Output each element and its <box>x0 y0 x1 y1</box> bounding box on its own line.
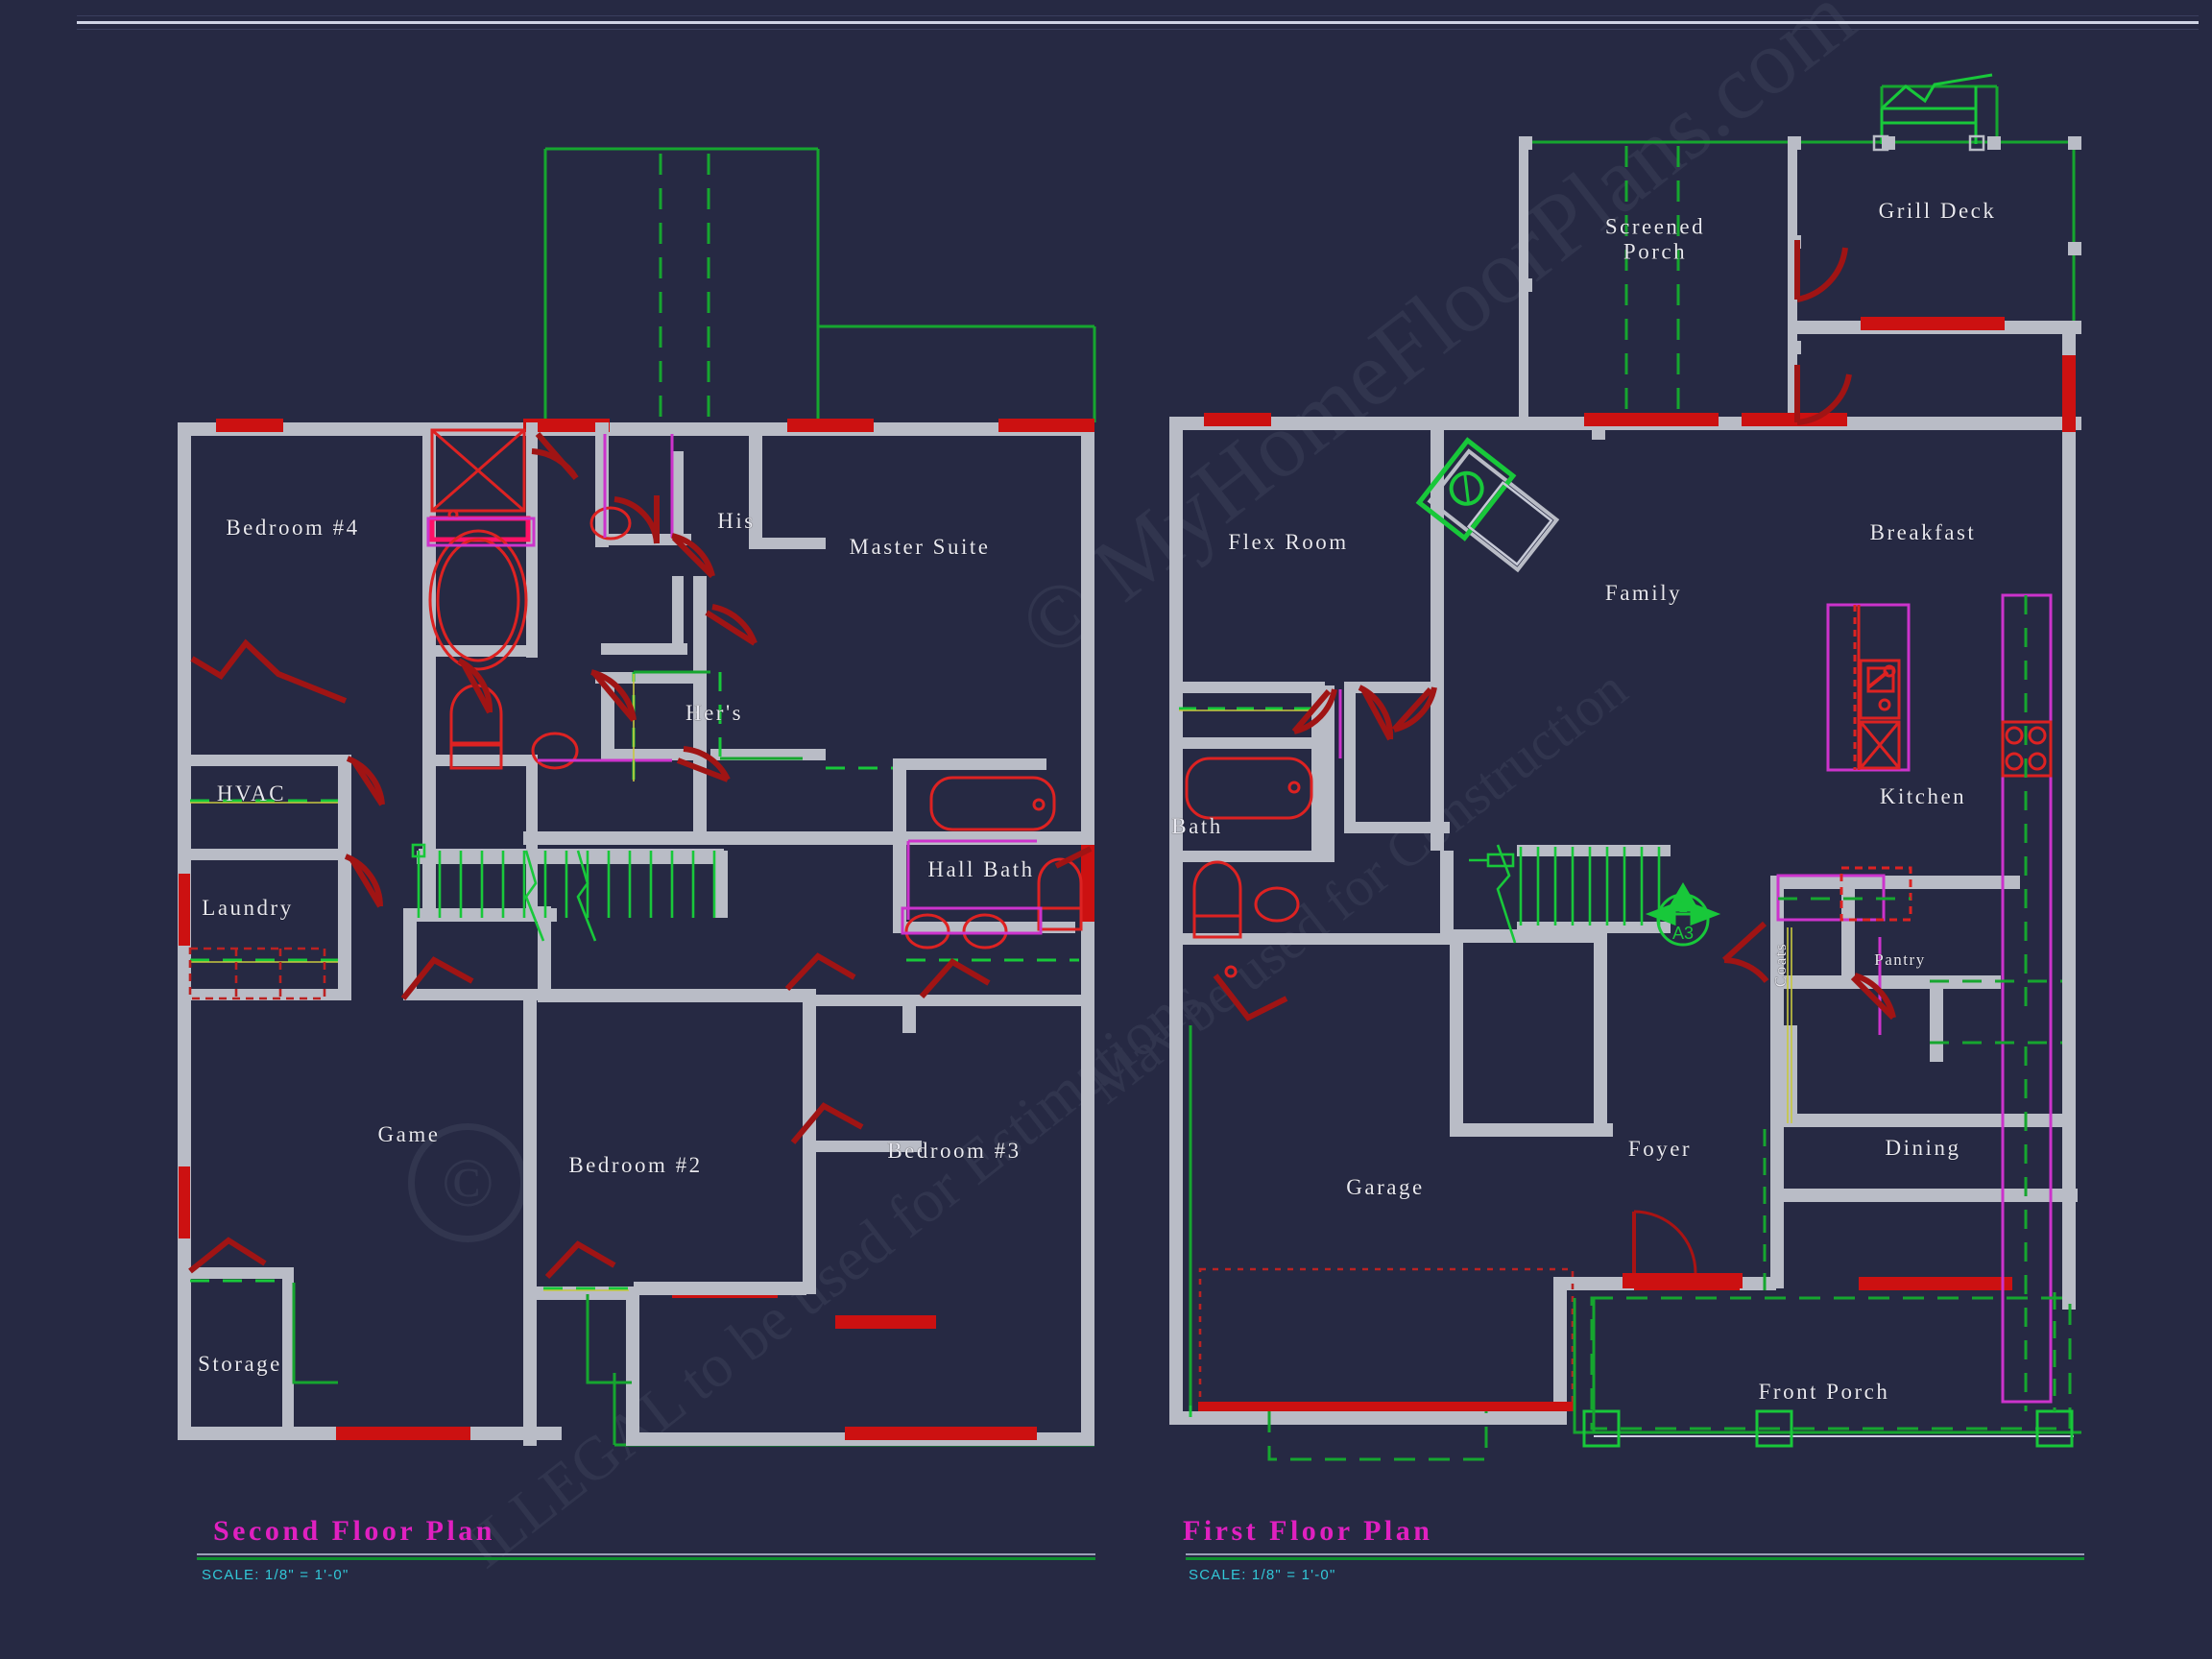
room-label-garage: Garage <box>1346 1175 1425 1199</box>
second-floor-roof-outline <box>543 147 1096 1447</box>
room-label-screened-porch-line2: Porch <box>1623 240 1688 264</box>
room-label-master-suite: Master Suite <box>849 535 991 559</box>
first-floor-door-swings <box>1213 240 1896 1022</box>
room-label-bath: Bath <box>1171 814 1223 838</box>
garage-parking-outline <box>1198 1267 1575 1411</box>
second-floor-roof-hip-lines <box>659 154 710 422</box>
room-label-coats: Coats <box>1771 942 1790 988</box>
first-floor-plan-title: First Floor Plan <box>1183 1515 1433 1547</box>
room-label-laundry: Laundry <box>202 896 294 920</box>
first-floor-kitchen-fixtures <box>1839 605 2053 922</box>
second-floor-plan-title: Second Floor Plan <box>213 1515 495 1547</box>
room-label-breakfast: Breakfast <box>1869 520 1977 544</box>
first-floor-interior-walls <box>1169 430 2062 1192</box>
second-floor-plan-group <box>178 147 1096 1447</box>
room-label-bedroom-2: Bedroom #2 <box>568 1153 703 1177</box>
first-floor-windows <box>1204 317 2076 1290</box>
front-porch-outline <box>1573 1296 2081 1448</box>
first-floor-bath-fixtures <box>1185 757 1313 978</box>
second-floor-door-swings <box>188 432 1093 1280</box>
room-label-front-porch: Front Porch <box>1758 1380 1890 1404</box>
section-marker-top-label: 1 <box>1678 897 1688 916</box>
room-label-his: His <box>717 509 756 533</box>
first-floor-roof-detail <box>1880 73 1993 144</box>
room-label-storage: Storage <box>198 1352 282 1376</box>
room-label-grill-deck: Grill Deck <box>1878 199 1997 223</box>
room-label-hall-bath: Hall Bath <box>927 857 1035 881</box>
room-label-bedroom-4: Bedroom #4 <box>226 516 360 540</box>
room-label-screened-porch: Screened Porch <box>1605 215 1705 266</box>
room-label-dining: Dining <box>1885 1136 1961 1160</box>
room-label-foyer: Foyer <box>1627 1137 1693 1161</box>
second-floor-laundry-appliances <box>188 947 326 1000</box>
first-floor-plan-scale: SCALE: 1/8" = 1'-0" <box>1189 1567 1336 1583</box>
room-label-hvac: HVAC <box>216 781 287 805</box>
first-floor-plan-group: 1 A3 <box>1169 73 2081 1461</box>
watermark-copyright-glyph: © <box>442 1144 494 1221</box>
room-label-family: Family <box>1604 581 1683 605</box>
second-floor-plan-scale: SCALE: 1/8" = 1'-0" <box>202 1567 349 1583</box>
first-floor-kitchen-green-lines <box>1778 595 2062 1411</box>
section-marker-bottom-label: A3 <box>1672 924 1694 943</box>
screened-porch-hip-lines <box>1624 146 1680 421</box>
room-label-bedroom-3: Bedroom #3 <box>887 1139 1022 1163</box>
second-floor-fixtures <box>428 428 1083 950</box>
room-label-hers: Her's <box>685 701 744 725</box>
first-floor-stair <box>1469 844 1671 944</box>
section-detail-marker <box>1645 881 1721 947</box>
front-door <box>1623 1210 1743 1288</box>
room-label-game: Game <box>377 1122 441 1146</box>
room-label-screened-porch-line1: Screened <box>1604 214 1706 239</box>
second-floor-cabinets <box>426 434 1043 935</box>
room-label-flex-room: Flex Room <box>1228 530 1349 554</box>
first-floor-wet-bar <box>1415 437 1560 573</box>
second-floor-stair <box>411 843 724 942</box>
room-label-kitchen: Kitchen <box>1879 784 1967 808</box>
room-label-pantry: Pantry <box>1874 950 1926 969</box>
garage-door-swing-outline <box>1267 1411 1488 1461</box>
